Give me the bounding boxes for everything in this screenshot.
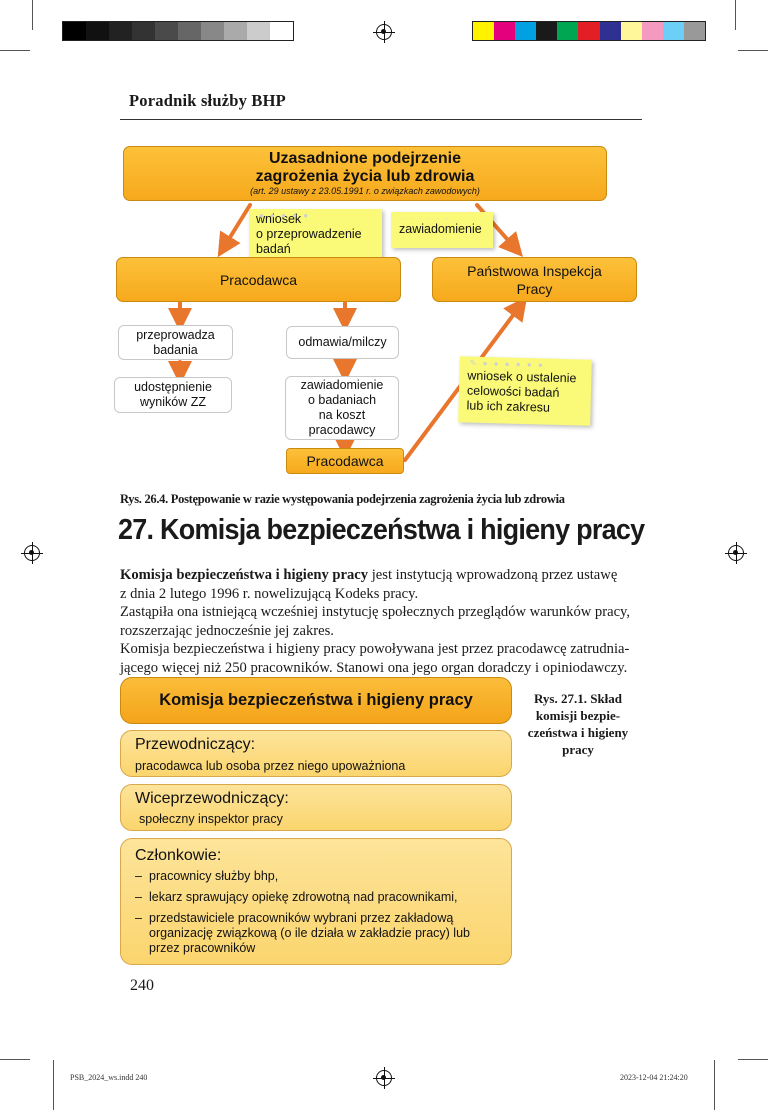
crop-mark [714,1060,715,1110]
color-bar [472,21,706,41]
results-box: udostępnienie wyników ZZ [114,377,232,413]
registration-mark-icon [725,542,747,564]
paragraph-3-line2: jącego więcej niż 250 pracowników. Stano… [120,659,628,676]
labour-inspection-box: Państwowa Inspekcja Pracy [432,257,637,302]
paragraph-1-bold-term: Komisja bezpieczeństwa i higieny pracy [120,567,369,583]
paragraph-3: Komisja bezpieczeństwa i higieny pracy p… [120,640,642,677]
caption-27-1-line2: komisji bezpie- [535,708,621,723]
notice-exam-line3: na koszt [318,408,366,422]
paragraph-2-line1: Zastąpiła ona istniejącą wcześniej insty… [120,604,631,620]
grayscale-bar [62,21,294,41]
list-item: lekarz sprawujący opiekę zdrowotną nad p… [135,890,493,905]
conducts-exam-box: przeprowadza badania [118,325,233,360]
committee-header-label: Komisja bezpieczeństwa i higieny pracy [159,691,473,709]
caption-27-1-line4: pracy [562,742,594,757]
slug-file-name: PSB_2024_ws.indd 240 [70,1073,148,1082]
paragraph-1-line2: z dnia 2 lutego 1996 r. nowelizującą Kod… [120,585,419,602]
pin-icon: ● ● ● ● ● [259,211,311,220]
caption-27-1-line1: Rys. 27.1. Skład [533,691,623,706]
registration-mark-icon [373,1067,395,1089]
crop-mark [738,1059,768,1060]
employer-box-2: Pracodawca [286,448,404,474]
figure-caption-27-1: Rys. 27.1. Skład komisji bezpie- czeństw… [512,690,644,758]
paragraph-1-line1: Komisja bezpieczeństwa i higieny pracy j… [120,566,642,585]
registration-mark-icon [21,542,43,564]
conducts-line2: badania [153,342,198,357]
members-box: Członkowie: pracownicy służby bhp, lekar… [120,838,512,965]
notification-text: zawiadomienie [399,222,482,236]
suspicion-legal-note: (art. 29 ustawy z 23.05.1991 r. o związk… [250,186,480,196]
chapter-title: 27. Komisja bezpieczeństwa i higieny pra… [118,514,645,546]
request-scope-note: ✎ ● ● ● ● ● ● wniosek o ustalenie celowo… [458,356,592,426]
caption-27-1-line3: czeństwa i higieny [527,725,629,740]
request-exam-note: ● ● ● ● ● wniosek o przeprowadzenie bada… [249,209,382,261]
crop-mark [0,1059,30,1060]
page-number: 240 [130,977,154,994]
employer-box: Pracodawca [116,257,401,302]
crop-mark [0,50,30,51]
figure-caption-26-4: Rys. 26.4. Postępowanie w razie występow… [120,492,565,506]
suspicion-box: Uzasadnione podejrzenie zagrożenia życia… [123,146,607,201]
notice-exam-line2: o badaniach [307,393,377,407]
registration-mark-icon [373,21,395,43]
notice-exam-line1: zawiadomienie [300,378,384,392]
paragraph-1: Komisja bezpieczeństwa i higieny pracy j… [120,566,642,603]
crop-mark [32,0,33,30]
refuses-box: odmawia/milczy [286,326,399,359]
running-head: Poradnik służby BHP [129,91,286,110]
refuses-label: odmawia/milczy [298,335,387,349]
paragraph-2: Zastąpiła ona istniejącą wcześniej insty… [120,603,642,640]
labour-inspection-line1: Państwowa Inspekcja [467,263,602,279]
results-line2: wyników ZZ [140,395,206,409]
crop-mark [53,1060,54,1110]
pin-icon: · · · · · · [401,214,451,223]
suspicion-line2: zagrożenia życia lub zdrowia [255,168,475,185]
header-rule [120,119,642,120]
employer-label: Pracodawca [219,271,298,288]
paragraph-2-line2: rozszerzając jednocześnie jej zakres. [120,622,334,639]
committee-header-box: Komisja bezpieczeństwa i higieny pracy [120,677,512,724]
list-item: przedstawiciele pracowników wybrani prze… [135,911,493,956]
members-list: pracownicy służby bhp, lekarz sprawujący… [135,869,493,956]
chair-text: pracodawca lub osoba przez niego upoważn… [135,759,406,773]
conducts-line1: przeprowadza [136,327,215,342]
slug-timestamp: 2023-12-04 21:24:20 [620,1073,688,1082]
notice-exam-line4: pracodawcy [308,423,376,437]
notification-note: · · · · · · zawiadomienie [391,212,493,248]
suspicion-line1: Uzasadnione podejrzenie [268,150,462,167]
paragraph-1-line1-rest: jest instytucją wprowadzoną przez ustawę [368,567,618,583]
employer-label-2: Pracodawca [306,453,384,469]
request-scope-line3: lub ich zakresu [466,398,551,415]
vice-chair-box: Wiceprzewodniczący: społeczny inspektor … [120,784,512,831]
chair-box: Przewodniczący: pracodawca lub osoba prz… [120,730,512,777]
vice-chair-text: społeczny inspektor pracy [139,812,283,826]
list-item: pracownicy służby bhp, [135,869,493,884]
chair-title: Przewodniczący: [135,736,256,753]
members-title: Członkowie: [135,847,222,864]
results-line1: udostępnienie [134,380,212,394]
paragraph-3-line1: Komisja bezpieczeństwa i higieny pracy p… [120,641,630,657]
notice-exam-box: zawiadomienie o badaniach na koszt praco… [285,376,399,440]
crop-mark [735,0,736,30]
request-exam-line3: badań [256,242,291,256]
crop-mark [738,50,768,51]
labour-inspection-line2: Pracy [516,281,553,297]
request-exam-line2: o przeprowadzenie [256,227,362,241]
request-exam-line1: wniosek [256,212,302,226]
vice-chair-title: Wiceprzewodniczący: [135,790,289,807]
